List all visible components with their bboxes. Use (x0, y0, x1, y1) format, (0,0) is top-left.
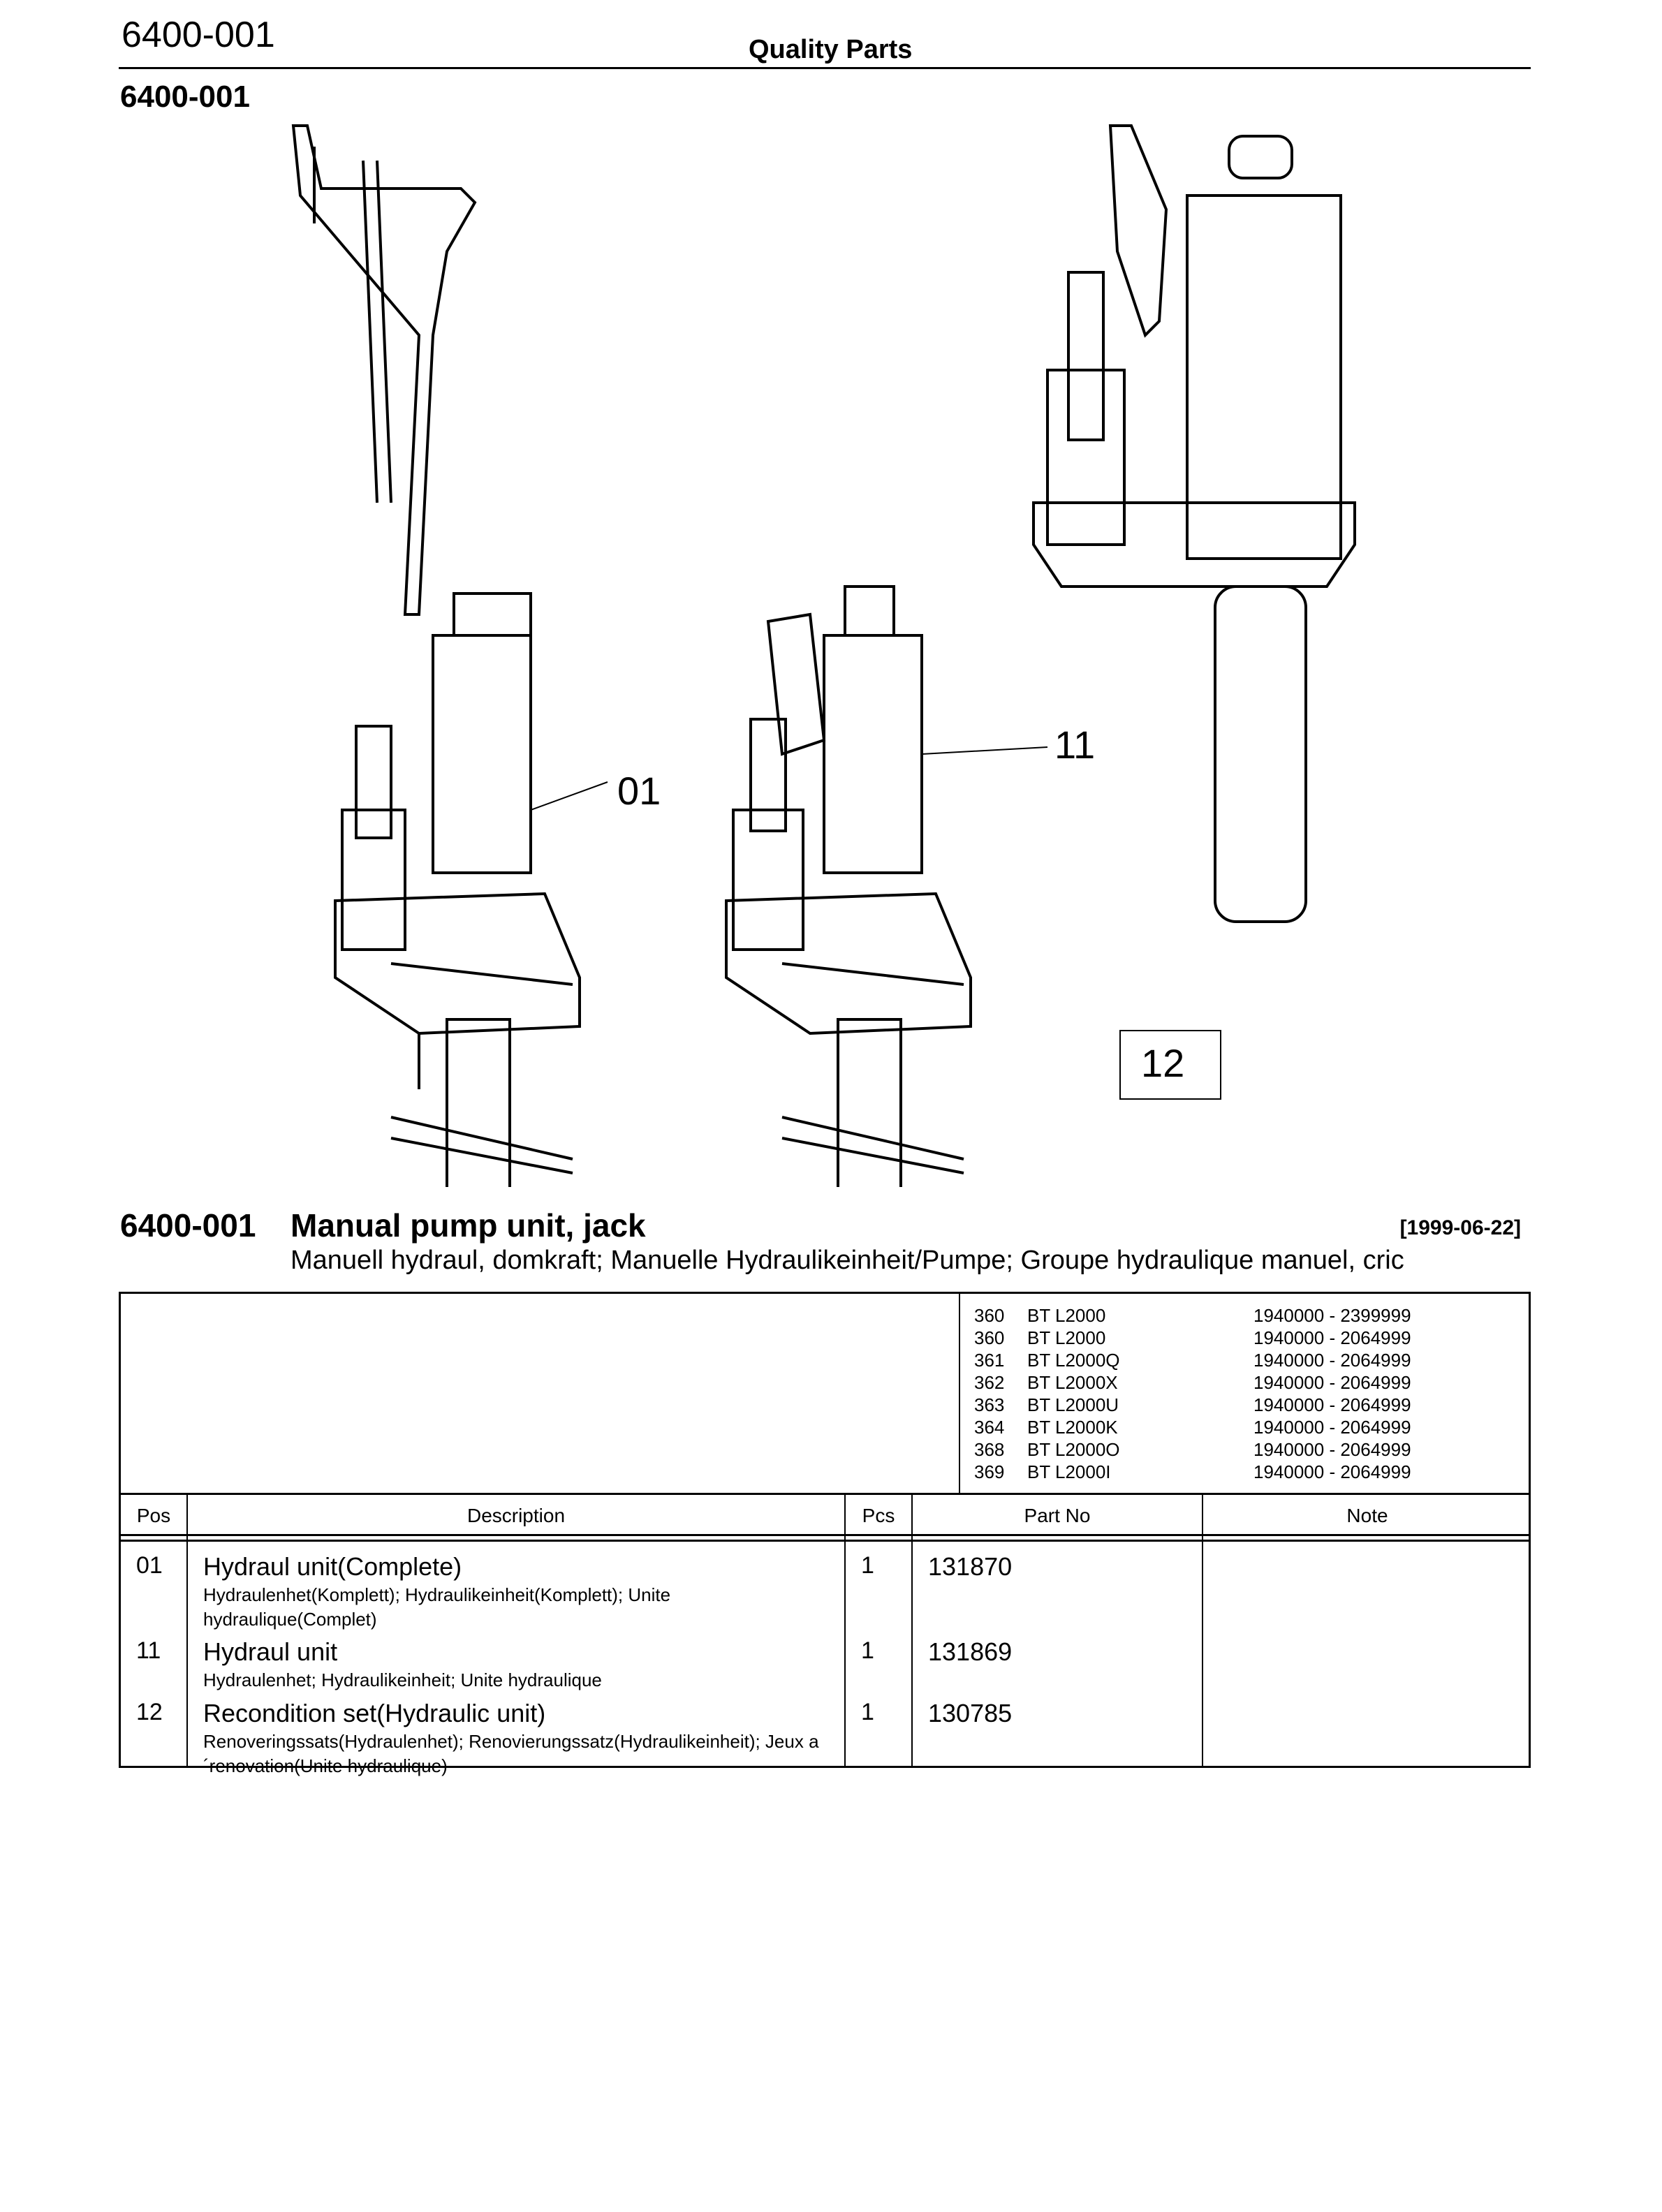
model-serial-range: 1940000 - 2064999 (1253, 1417, 1411, 1438)
model-name: BT L2000X (1027, 1372, 1118, 1393)
callout-11: 11 (1054, 723, 1096, 767)
col-header-pos: Pos (136, 1505, 171, 1526)
col-header-part-no: Part No (1024, 1505, 1091, 1526)
parts-table: 360 BT L2000 1940000 - 2399999 360 BT L2000 1… (119, 1292, 1531, 1776)
hydraulic-unit-drawing (725, 585, 972, 1187)
callout-leader-lines (530, 746, 1048, 811)
part-pos: 11 (136, 1637, 161, 1664)
model-name: BT L2000 (1027, 1305, 1106, 1326)
group-number: 6400-001 (120, 1207, 256, 1244)
part-translations: Renoveringssats(Hydraulenhet); Renovieru… (203, 1731, 819, 1776)
model-name: BT L2000K (1027, 1417, 1118, 1438)
part-pcs: 1 (861, 1552, 874, 1579)
divider (121, 1534, 1529, 1536)
part-translations: Hydraulenhet; Hydraulikeinheit; Unite hy… (203, 1669, 602, 1690)
group-title: Manual pump unit, jack (291, 1207, 646, 1244)
exploded-parts-illustration (291, 124, 1356, 1187)
header-rule (119, 67, 1531, 69)
part-number: 131869 (928, 1637, 1013, 1666)
part-description: Hydraul unit(Complete) (203, 1552, 462, 1581)
model-serial-range: 1940000 - 2064999 (1253, 1327, 1411, 1348)
callout-01: 01 (617, 769, 661, 813)
jack-with-handle-drawing (291, 124, 581, 1187)
callout-box-12 (1119, 1030, 1221, 1100)
model-name: BT L2000 (1027, 1327, 1106, 1348)
model-name: BT L2000U (1027, 1394, 1119, 1415)
model-name: BT L2000O (1027, 1439, 1120, 1460)
model-code: 360 (974, 1305, 1005, 1326)
divider (121, 1493, 1529, 1495)
model-serial-range: 1940000 - 2064999 (1253, 1461, 1411, 1482)
part-description: Hydraul unit (203, 1637, 338, 1666)
model-code: 368 (974, 1439, 1005, 1460)
callout-12: 12 (1141, 1041, 1185, 1085)
model-serial-range: 1940000 - 2064999 (1253, 1394, 1411, 1415)
model-code: 364 (974, 1417, 1005, 1438)
model-code: 362 (974, 1372, 1005, 1393)
model-serial-range: 1940000 - 2064999 (1253, 1350, 1411, 1371)
model-name: BT L2000Q (1027, 1350, 1120, 1371)
model-serial-range: 1940000 - 2064999 (1253, 1372, 1411, 1393)
model-code: 363 (974, 1394, 1005, 1415)
part-pos: 12 (136, 1699, 163, 1725)
divider (121, 1540, 1529, 1542)
cutaway-unit-drawing (1032, 124, 1356, 923)
part-pos: 01 (136, 1552, 163, 1579)
model-divider (959, 1294, 960, 1495)
header-title: Quality Parts (749, 35, 913, 64)
col-header-note: Note (1346, 1505, 1388, 1526)
col-header-pcs: Pcs (862, 1505, 895, 1526)
part-number: 130785 (928, 1699, 1013, 1727)
model-code: 360 (974, 1327, 1005, 1348)
part-translations: Hydraulenhet(Komplett); Hydraulikeinheit… (203, 1584, 671, 1630)
model-serial-range: 1940000 - 2399999 (1253, 1305, 1411, 1326)
part-description: Recondition set(Hydraulic unit) (203, 1699, 546, 1727)
document-number: 6400-001 (122, 15, 275, 55)
part-pcs: 1 (861, 1637, 874, 1664)
section-label: 6400-001 (120, 80, 250, 114)
model-serial-range: 1940000 - 2064999 (1253, 1439, 1411, 1460)
part-number: 131870 (928, 1552, 1013, 1581)
model-code: 361 (974, 1350, 1005, 1371)
col-header-description: Description (466, 1505, 566, 1526)
model-name: BT L2000I (1027, 1461, 1111, 1482)
part-pcs: 1 (861, 1699, 874, 1725)
group-date: [1999-06-22] (1399, 1216, 1521, 1239)
model-code: 369 (974, 1461, 1005, 1482)
group-translations: Manuell hydraul, domkraft; Manuelle Hydr… (291, 1246, 1404, 1275)
